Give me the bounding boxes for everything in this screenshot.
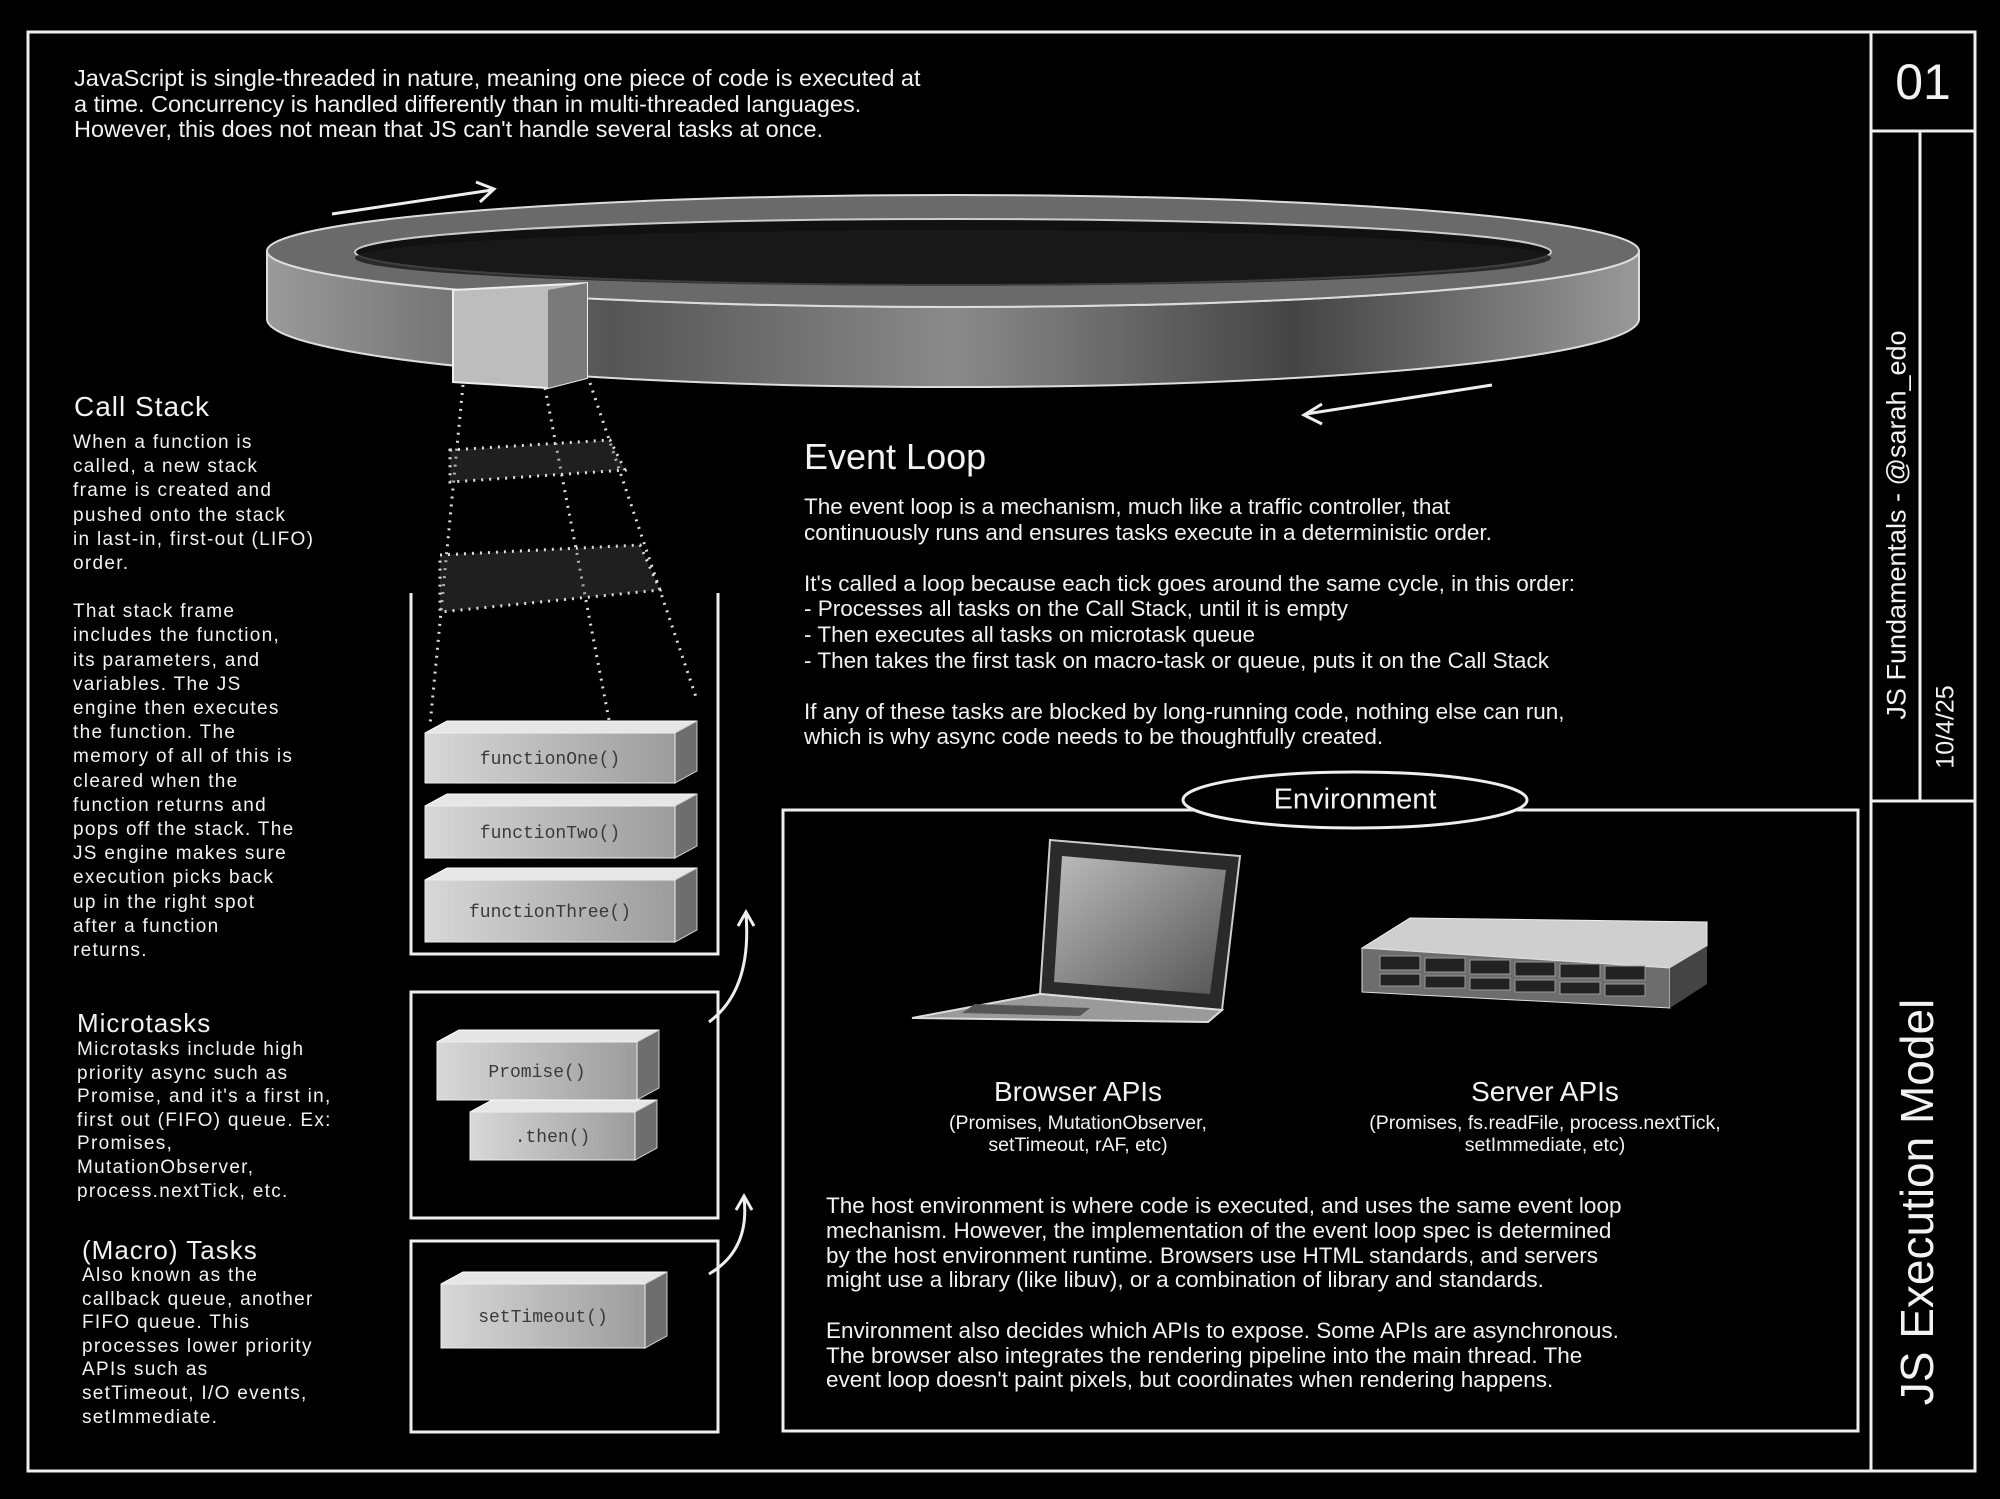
microtask-container [409,990,720,1220]
browser-apis-list: (Promises, MutationObserver, setTimeout,… [949,1112,1207,1156]
text-line: event loop doesn't paint pixels, but coo… [826,1367,1554,1393]
paragraph-gap [73,576,314,600]
code-label: functionOne() [480,750,620,770]
text-line: order. [73,553,130,575]
text-line: The event loop is a mechanism, much like… [804,494,1451,519]
text-line: pops off the stack. The [73,819,295,841]
macrotask-settimeout: setTimeout() [440,1271,668,1349]
text-line: Promises, [77,1133,174,1155]
text-line: It's called a loop because each tick goe… [804,570,1575,596]
text-line: callback queue, another [82,1288,314,1310]
series-credit: JS Fundamentals - @sarah_edo [1881,330,1912,720]
stack-frame-function-three: functionThree() [424,867,698,943]
text-line: by the host environment runtime. Browser… [826,1242,1598,1268]
text-line: execution picks back [73,867,275,889]
intro-text: JavaScript is single-threaded in nature,… [74,65,921,143]
date: 10/4/25 [1931,685,1960,769]
text-line: mechanism. However, the implementation o… [826,1217,1612,1243]
microtask-promise: Promise() [436,1029,660,1101]
text-line: - Processes all tasks on the Call Stack,… [804,596,1348,622]
text-line: If any of these tasks are blocked by lon… [804,698,1565,724]
text-line: setTimeout, I/O events, [82,1382,308,1404]
environment-description: The host environment is where code is ex… [826,1193,1622,1393]
environment-label: Environment [1273,783,1437,816]
text-line: setImmediate. [82,1406,219,1428]
text-line: MutationObserver, [77,1156,255,1178]
text-line: its parameters, and [73,649,261,671]
code-label: setTimeout() [478,1308,608,1328]
text-line: - Then executes all tasks on microtask q… [804,621,1256,647]
code-label: Promise() [488,1063,585,1083]
server-apis-title: Server APIs [1471,1076,1619,1107]
paragraph-gap [826,1293,1621,1319]
code-label: .then() [515,1128,591,1148]
stack-frame-function-one: functionOne() [424,720,698,784]
code-label: functionThree() [469,903,631,923]
call-stack-container [409,593,720,956]
text-line: might use a library (like libuv), or a c… [826,1267,1544,1293]
text-line: cleared when the [73,770,239,792]
text-line: pushed onto the stack [73,504,287,526]
text-line: which is why async code needs to be thou… [804,724,1384,750]
text-line: continuously runs and ensures tasks exec… [804,519,1492,545]
environment-label-pill [1181,770,1529,830]
text-line: includes the function, [73,625,281,647]
text-line: Microtasks include high [77,1039,305,1060]
text-line: When a function is [73,432,253,453]
microtask-then: .then() [469,1099,658,1161]
text-line: first out (FIFO) queue. Ex: [77,1109,332,1131]
paragraph-gap [804,545,1575,571]
flow-arrows [708,908,756,1276]
event-loop-ring-illustration [266,194,1640,390]
text-line: That stack frame [73,601,236,623]
text-line: process.nextTick, etc. [77,1180,289,1202]
text-line: JS engine makes sure [73,843,287,865]
loop-direction-arrows [331,180,1493,426]
text-line: function returns and [73,794,267,816]
macrotask-container [409,1239,720,1434]
macrotasks-title: (Macro) Tasks [82,1235,258,1265]
text-line: The host environment is where code is ex… [826,1193,1622,1218]
text-line: engine then executes [73,698,280,720]
microtasks-title: Microtasks [77,1008,212,1038]
laptop-illustration [911,838,1242,1024]
page-number: 01 [1895,54,1951,110]
text-line: processes lower priority [82,1335,313,1357]
text-line: variables. The JS [73,673,242,695]
call-stack-title: Call Stack [74,391,211,422]
text-line: Also known as the [82,1265,259,1286]
text-line: after a function [73,915,220,937]
text-line: - Then takes the first task on macro-tas… [804,647,1549,673]
stack-frame-function-two: functionTwo() [424,793,698,859]
page-title: JS Execution Model [1891,998,1943,1406]
text-line: in last-in, first-out (LIFO) [73,528,315,550]
text-line: up in the right spot [73,891,256,913]
page-border [26,30,1977,1473]
text-line: Promise, and it's a first in, [77,1086,332,1108]
text-line: memory of all of this is [73,746,294,768]
text-line: returns. [73,940,148,962]
ghost-stack-frames [428,382,699,726]
text-line: The browser also integrates the renderin… [826,1342,1583,1368]
event-loop-description: The event loop is a mechanism, much like… [804,494,1575,750]
text-line: frame is created and [73,480,273,502]
server-apis-list: (Promises, fs.readFile, process.nextTick… [1369,1112,1721,1156]
browser-apis-title: Browser APIs [993,1076,1163,1107]
text-line: called, a new stack [73,456,259,478]
text-line: FIFO queue. This [82,1312,251,1334]
text-line: Environment also decides which APIs to e… [826,1317,1619,1343]
text-line: priority async such as [77,1062,289,1084]
event-loop-title: Event Loop [804,436,987,477]
server-illustration [1360,917,1708,1009]
code-label: functionTwo() [480,824,620,844]
text-line: the function. The [73,722,237,744]
text-line: APIs such as [82,1359,209,1381]
paragraph-gap [804,673,1575,699]
